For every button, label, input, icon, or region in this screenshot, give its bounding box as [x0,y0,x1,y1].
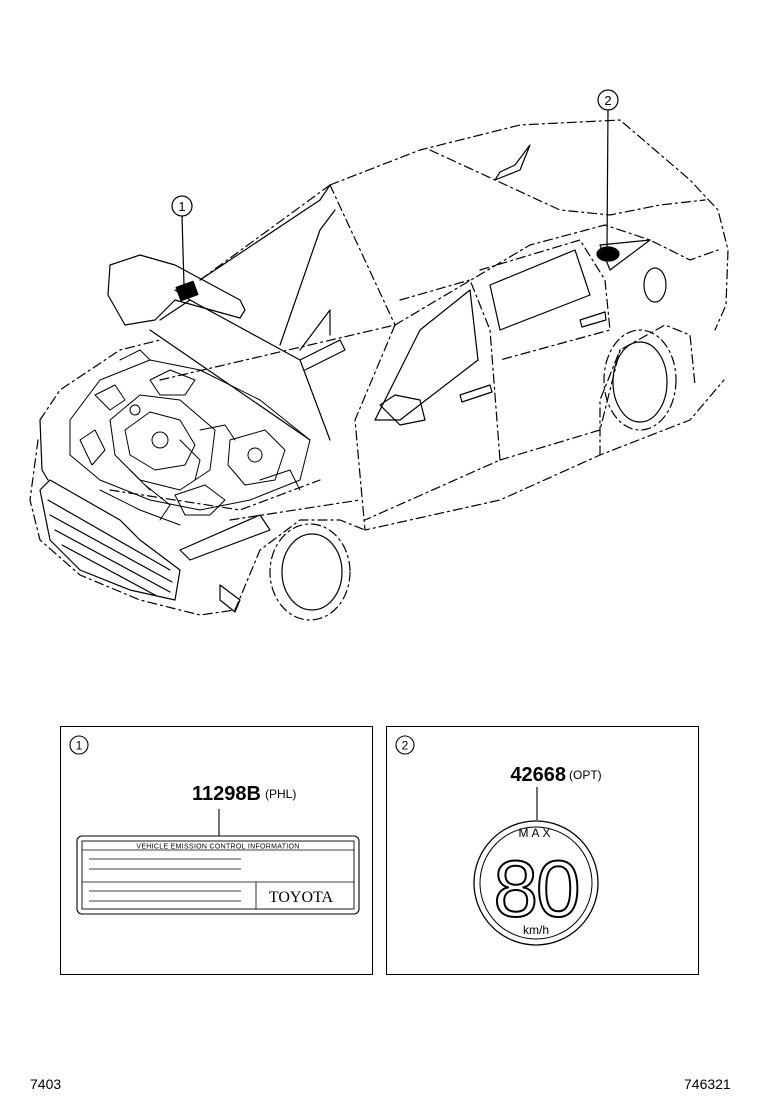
label-brand-toyota: TOYOTA [269,889,334,906]
speed-limit-sticker: MAX 80 km/h [473,820,599,946]
roof-antenna [494,144,531,181]
front-door-handle [459,384,493,403]
emission-control-label: VEHICLE EMISSION CONTROL INFORMATION TOY… [76,835,360,915]
front-grille [39,419,181,601]
headlight [179,514,271,561]
callout-2-number: 2 [604,93,611,108]
detail-panel-1: 1 11298B (PHL) VEHICLE EMISSION CONTROL … [60,726,373,975]
rear-door-handle [579,311,607,328]
side-mirror [379,394,426,426]
part-number-42668: 42668 [510,764,566,786]
leader-line-1 [181,215,185,286]
part-suffix-opt: (OPT) [569,768,602,782]
emission-label-title: VEHICLE EMISSION CONTROL INFORMATION [136,844,299,851]
sticker-unit-text: km/h [523,923,549,937]
panel-1-index: 1 [76,739,83,753]
windshield [199,184,346,371]
rear-wheel [603,329,677,431]
car-body-outline [29,119,729,616]
callout-1: 1 [171,195,193,217]
leader-line-2 [606,109,609,249]
front-bumper [219,584,241,613]
part-number-11298B: 11298B [192,783,261,805]
sticker-speed-value: 80 [494,844,579,933]
panel-2-index: 2 [402,739,409,753]
detail-panel-2: 2 42668 (OPT) MAX 80 km/h [386,726,699,975]
callout-2: 2 [597,89,619,111]
label-location-2 [596,246,620,262]
fuel-cap [643,267,667,303]
front-wheel [269,523,351,621]
figure-code-left: 7403 [30,1076,62,1092]
sticker-max-text: MAX [518,826,553,840]
callout-1-number: 1 [178,199,185,214]
part-suffix-phl: (PHL) [265,787,296,801]
engine-compartment [69,349,311,526]
label-location-1 [175,280,199,302]
figure-code-right: 746321 [684,1076,731,1092]
car-illustration: 1 2 [29,89,729,621]
